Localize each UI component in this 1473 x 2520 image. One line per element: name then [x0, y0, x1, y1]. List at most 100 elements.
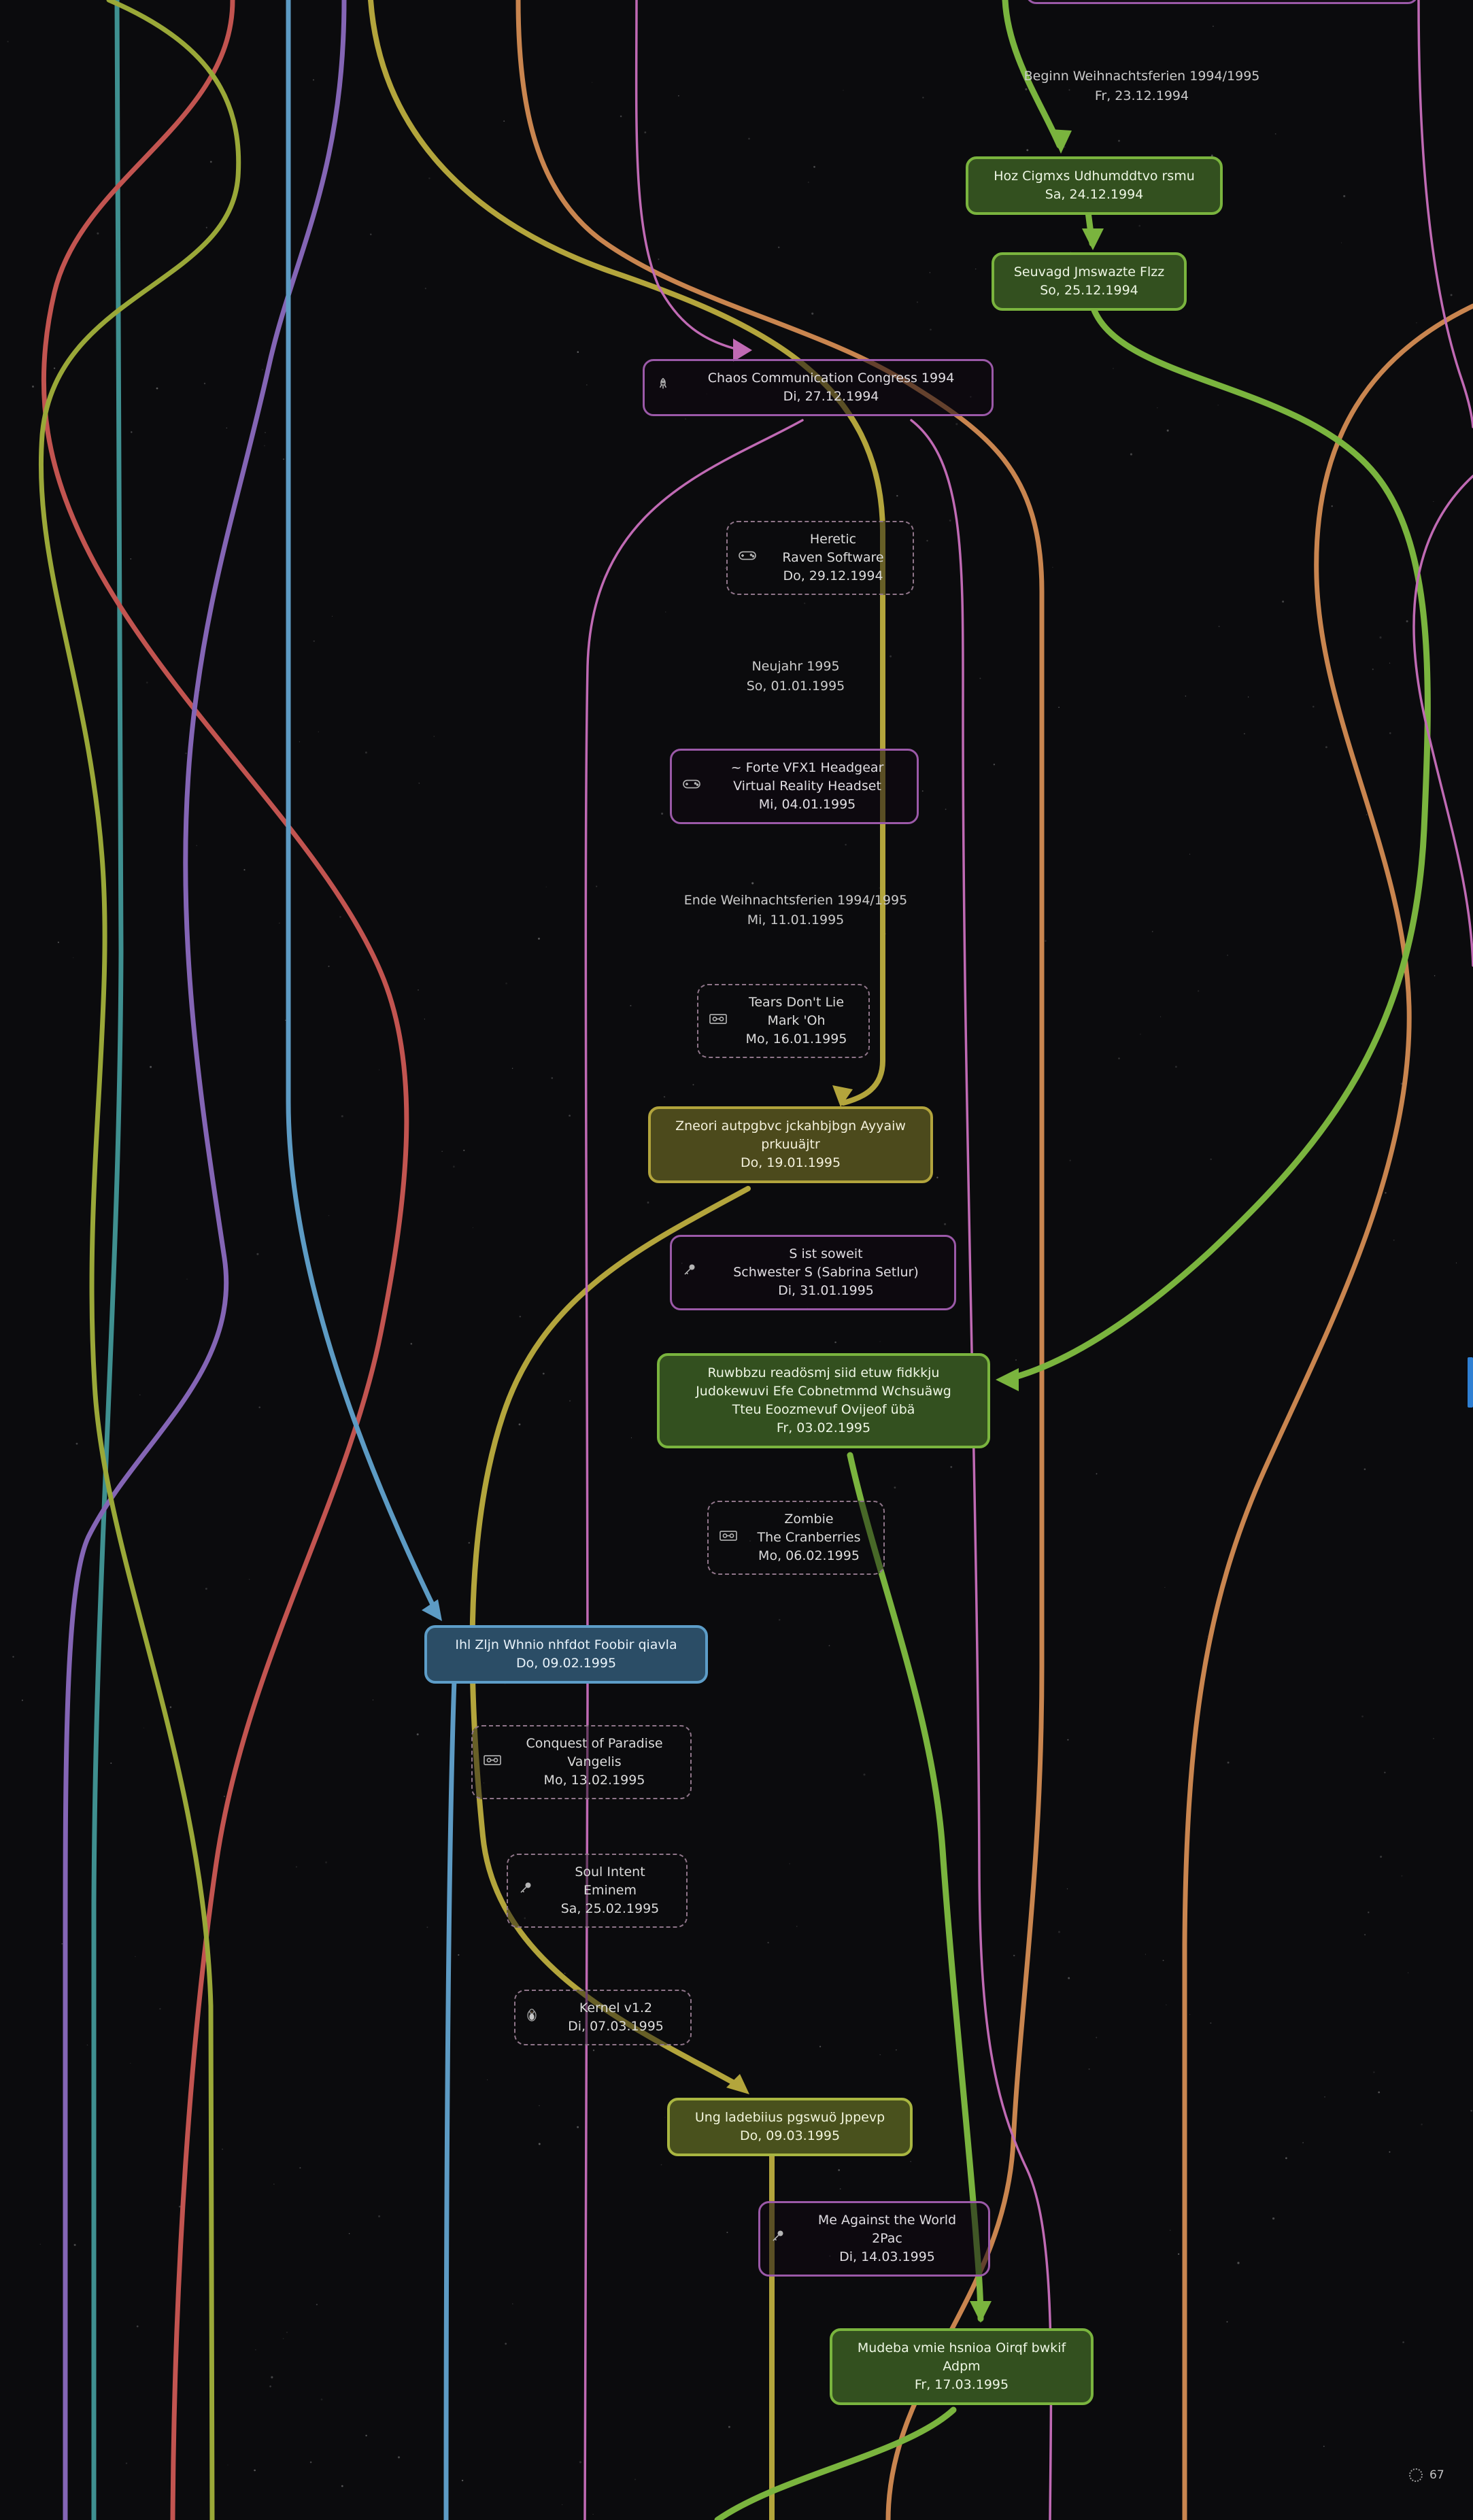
event-card-soul-intent[interactable]: Soul Intent Eminem Sa, 25.02.1995 — [507, 1854, 688, 1928]
line-green-3 — [1008, 305, 1427, 1379]
line-orange-right — [1185, 306, 1473, 2520]
event-title: Ihl Zljn Whnio nhfdot Foobir qiavla — [438, 1636, 694, 1654]
event-date: Sa, 24.12.1994 — [979, 186, 1209, 204]
event-subtitle: 2Pac — [797, 2230, 977, 2248]
milestone-title: Ende Weihnachtsferien 1994/1995 — [592, 891, 1000, 910]
event-date: Mi, 04.01.1995 — [709, 796, 906, 814]
line-blue-upper — [288, 0, 435, 1610]
line-teal — [94, 0, 121, 2520]
event-subtitle: Eminem — [545, 1882, 675, 1900]
event-subtitle: Mark 'Oh — [735, 1012, 858, 1030]
event-card-seuvagd[interactable]: Seuvagd Jmswazte Flzz So, 25.12.1994 — [992, 252, 1187, 311]
line-pink-5 — [1414, 476, 1473, 966]
penguin-icon — [526, 2008, 537, 2027]
arrow-into-mudeba — [970, 2301, 992, 2323]
event-title: Chaos Communication Congress 1994 — [681, 369, 981, 388]
event-title: Me Against the World — [797, 2211, 977, 2230]
microphone-icon — [683, 1263, 696, 1282]
milestone-title: Neujahr 1995 — [592, 657, 1000, 677]
cassette-icon — [709, 1012, 727, 1030]
event-card-kernel[interactable]: Kernel v1.2 Di, 07.03.1995 — [514, 1990, 692, 2045]
event-card-mudeba[interactable]: Mudeba vmie hsnioa Oirqf bwkif Adpm Fr, … — [830, 2328, 1094, 2405]
event-card-ruwbbzu[interactable]: Ruwbbzu readösmj siid etuw fidkkju Judok… — [657, 1353, 990, 1448]
microphone-icon — [519, 1881, 532, 1900]
event-title: Ung ladebiius pgswuö Jppevp — [681, 2109, 899, 2127]
right-edge-marker[interactable] — [1468, 1357, 1473, 1408]
event-subtitle: The Cranberries — [745, 1529, 873, 1547]
event-subtitle: Schwester S (Sabrina Setlur) — [709, 1263, 943, 1282]
event-card-s-ist-soweit[interactable]: S ist soweit Schwester S (Sabrina Setlur… — [670, 1235, 956, 1310]
event-card-zombie[interactable]: Zombie The Cranberries Mo, 06.02.1995 — [707, 1501, 885, 1575]
line-olive-left — [41, 0, 238, 2520]
event-title: Mudeba vmie hsnioa Oirqf bwkif — [843, 2339, 1080, 2357]
status-loader: 67 — [1409, 2468, 1444, 2482]
arrow-into-ung — [726, 2074, 749, 2094]
line-green-4 — [850, 1455, 981, 2319]
event-card-cutoff[interactable] — [1026, 0, 1419, 4]
event-title: Ruwbbzu readösmj siid etuw fidkkju Judok… — [671, 1364, 977, 1419]
milestone-neujahr: Neujahr 1995 So, 01.01.1995 — [592, 657, 1000, 696]
arrow-into-hoz — [1050, 129, 1072, 154]
event-date: Do, 09.02.1995 — [438, 1654, 694, 1673]
milestone-beginn-ferien: Beginn Weihnachtsferien 1994/1995 Fr, 23… — [924, 67, 1359, 105]
event-date: Di, 31.01.1995 — [709, 1282, 943, 1300]
event-date: Do, 29.12.1994 — [764, 567, 902, 585]
event-date: Mo, 16.01.1995 — [735, 1030, 858, 1049]
event-date: So, 25.12.1994 — [1005, 282, 1173, 300]
event-card-zneori[interactable]: Zneori autpgbvc jckahbjbgn Ayyaiw prkuuä… — [648, 1106, 933, 1183]
event-title: Zombie — [745, 1510, 873, 1529]
event-date: Di, 07.03.1995 — [552, 2017, 679, 2036]
line-blue-lower — [446, 1680, 454, 2520]
event-title: Kernel v1.2 — [552, 1999, 679, 2017]
event-subtitle: Raven Software — [764, 549, 902, 567]
event-title: Heretic — [764, 530, 902, 549]
event-title: Tears Don't Lie — [735, 993, 858, 1012]
event-date: Mo, 13.02.1995 — [509, 1771, 679, 1790]
event-title: Zneori autpgbvc jckahbjbgn Ayyaiw prkuuä… — [662, 1117, 919, 1154]
microphone-icon — [771, 2229, 785, 2248]
spinner-icon — [1409, 2468, 1423, 2482]
event-subtitle: Adpm — [843, 2357, 1080, 2376]
milestone-ende-ferien: Ende Weihnachtsferien 1994/1995 Mi, 11.0… — [592, 891, 1000, 930]
event-card-tears-dont-lie[interactable]: Tears Don't Lie Mark 'Oh Mo, 16.01.1995 — [697, 984, 870, 1058]
gamepad-icon — [683, 777, 700, 796]
event-title: Soul Intent — [545, 1863, 675, 1882]
event-card-ung[interactable]: Ung ladebiius pgswuö Jppevp Do, 09.03.19… — [667, 2098, 913, 2156]
event-title: Hoz Cigmxs Udhumddtvo rsmu — [979, 167, 1209, 186]
gamepad-icon — [739, 549, 756, 567]
event-card-me-against[interactable]: Me Against the World 2Pac Di, 14.03.1995 — [758, 2201, 990, 2277]
event-title: S ist soweit — [709, 1245, 943, 1263]
event-card-hoz[interactable]: Hoz Cigmxs Udhumddtvo rsmu Sa, 24.12.199… — [966, 156, 1223, 215]
event-subtitle: Vangelis — [509, 1753, 679, 1771]
event-card-ihl-zljn[interactable]: Ihl Zljn Whnio nhfdot Foobir qiavla Do, … — [424, 1625, 708, 1684]
event-card-heretic[interactable]: Heretic Raven Software Do, 29.12.1994 — [726, 521, 914, 595]
line-pink-4 — [1419, 0, 1473, 427]
event-card-ccc-1994[interactable]: Chaos Communication Congress 1994 Di, 27… — [643, 359, 994, 416]
line-green-5 — [717, 2410, 953, 2520]
event-date: Do, 09.03.1995 — [681, 2127, 899, 2145]
event-counter: 67 — [1429, 2468, 1444, 2482]
arrow-into-chaos — [733, 339, 752, 362]
event-date: Do, 19.01.1995 — [662, 1154, 919, 1172]
line-purple — [65, 0, 344, 2520]
cassette-icon — [484, 1753, 501, 1771]
event-date: Fr, 17.03.1995 — [843, 2376, 1080, 2394]
event-title: Seuvagd Jmswazte Flzz — [1005, 263, 1173, 282]
event-card-forte-vfx1[interactable]: ~ Forte VFX1 Headgear Virtual Reality He… — [670, 749, 919, 824]
event-date: Di, 27.12.1994 — [681, 388, 981, 406]
arrow-into-seuvagd — [1082, 228, 1104, 250]
rocket-icon — [656, 377, 671, 398]
event-title: Conquest of Paradise — [509, 1735, 679, 1753]
milestone-date: Fr, 23.12.1994 — [924, 86, 1359, 106]
event-date: Di, 14.03.1995 — [797, 2248, 977, 2266]
cassette-icon — [719, 1529, 737, 1547]
event-card-conquest[interactable]: Conquest of Paradise Vangelis Mo, 13.02.… — [471, 1725, 692, 1799]
event-title: ~ Forte VFX1 Headgear — [709, 759, 906, 777]
event-subtitle: Virtual Reality Headset — [709, 777, 906, 796]
arrow-into-ruwbbzu — [996, 1368, 1019, 1391]
event-date: Mo, 06.02.1995 — [745, 1547, 873, 1565]
milestone-date: So, 01.01.1995 — [592, 677, 1000, 696]
milestone-date: Mi, 11.01.1995 — [592, 910, 1000, 930]
milestone-title: Beginn Weihnachtsferien 1994/1995 — [924, 67, 1359, 86]
